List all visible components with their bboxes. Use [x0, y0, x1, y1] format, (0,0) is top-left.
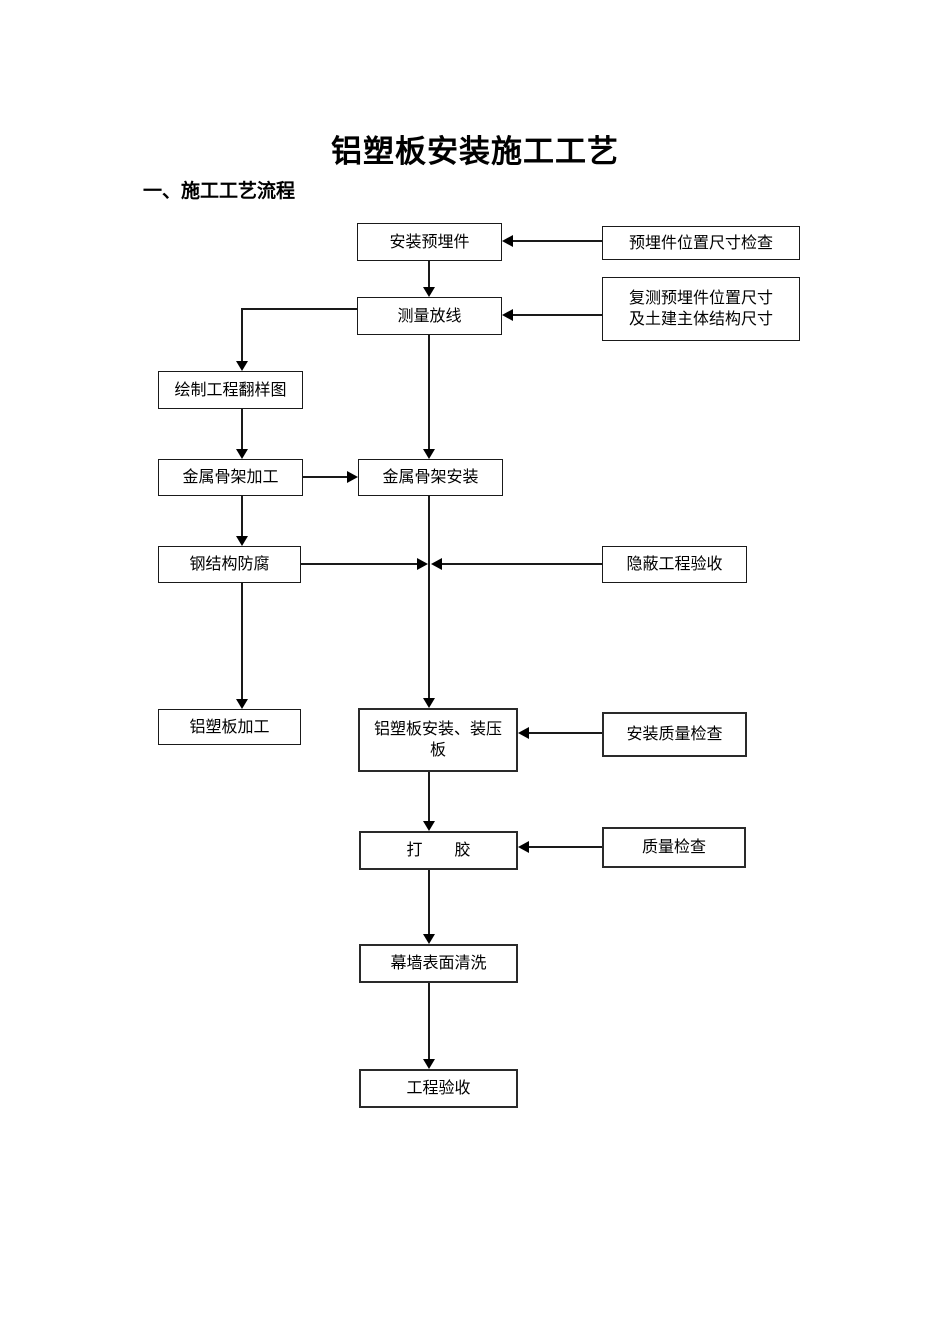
arrowhead-down-icon	[236, 361, 248, 371]
arrowhead-right-icon	[417, 558, 428, 570]
connector-setout-to-drawing-v	[241, 308, 243, 361]
arrowhead-down-icon	[423, 934, 435, 944]
arrowhead-right-icon	[347, 471, 358, 483]
arrowhead-left-icon	[518, 727, 529, 739]
arrowhead-left-icon	[502, 235, 513, 247]
arrowhead-left-icon	[502, 309, 513, 321]
flow-node-panel-installation: 铝塑板安装、装压 板	[358, 708, 518, 772]
flow-node-frame-fabrication: 金属骨架加工	[158, 459, 303, 496]
connector-anticorrosion-to-junction	[301, 563, 417, 565]
connector-drawing-to-fabrication	[241, 409, 243, 449]
connector-install-to-setout	[428, 261, 430, 287]
flow-node-measure-setout: 测量放线	[357, 297, 502, 335]
document-title: 铝塑板安装施工工艺	[331, 134, 619, 169]
arrowhead-down-icon	[423, 698, 435, 708]
arrowhead-left-icon	[518, 841, 529, 853]
connector-fabrication-to-install	[303, 476, 347, 478]
connector-setout-to-drawing-h	[241, 308, 357, 310]
section-heading: 一、施工工艺流程	[143, 181, 296, 202]
arrowhead-down-icon	[236, 536, 248, 546]
arrowhead-down-icon	[423, 449, 435, 459]
flow-node-steel-anticorrosion: 钢结构防腐	[158, 546, 301, 583]
flow-node-panel-fabrication: 铝塑板加工	[158, 709, 301, 745]
connector-fabrication-to-anticorrosion	[241, 496, 243, 536]
flow-node-install-embedded-parts: 安装预埋件	[357, 223, 502, 261]
connector-frame-install-to-panel-install	[428, 496, 430, 698]
flow-node-quality-check: 质量检查	[602, 827, 746, 868]
flow-node-sealant: 打 胶	[359, 831, 518, 870]
connector-anticorrosion-to-panel-fab	[241, 583, 243, 699]
arrowhead-down-icon	[236, 449, 248, 459]
connector-sealant-to-cleaning	[428, 870, 430, 934]
flow-node-recheck-dimensions: 复测预埋件位置尺寸 及土建主体结构尺寸	[602, 277, 800, 341]
connector-acceptance-to-junction	[442, 563, 602, 565]
flow-node-shop-drawing: 绘制工程翻样图	[158, 371, 303, 409]
connector-check-to-sealant	[529, 846, 602, 848]
arrowhead-down-icon	[236, 699, 248, 709]
connector-recheck-to-setout	[513, 314, 602, 316]
connector-cleaning-to-acceptance	[428, 983, 430, 1059]
connector-panel-install-to-sealant	[428, 772, 430, 821]
arrowhead-left-icon	[431, 558, 442, 570]
flow-node-frame-installation: 金属骨架安装	[358, 459, 503, 496]
arrowhead-down-icon	[423, 1059, 435, 1069]
connector-setout-to-frame-install	[428, 335, 430, 449]
arrowhead-down-icon	[423, 821, 435, 831]
flow-node-embedded-parts-check: 预埋件位置尺寸检查	[602, 226, 800, 260]
flow-node-project-acceptance: 工程验收	[359, 1069, 518, 1108]
arrowhead-down-icon	[423, 287, 435, 297]
flow-node-concealed-work-acceptance: 隐蔽工程验收	[602, 546, 747, 583]
flow-node-curtain-wall-cleaning: 幕墙表面清洗	[359, 944, 518, 983]
flow-node-installation-quality-check: 安装质量检查	[602, 712, 747, 757]
connector-quality-to-panel-install	[529, 732, 602, 734]
connector-check-to-install	[513, 240, 602, 242]
